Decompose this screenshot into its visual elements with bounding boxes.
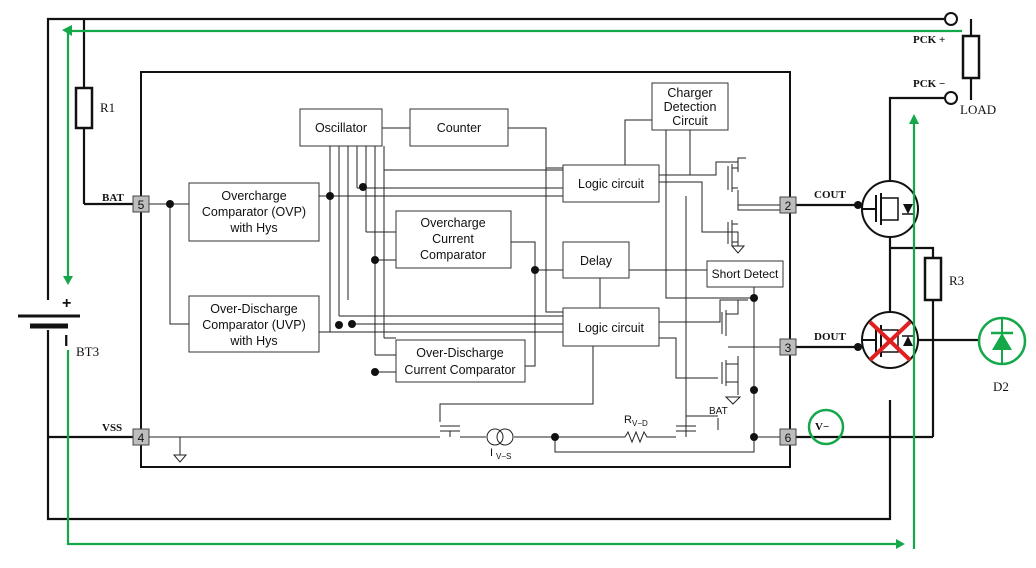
pin-3: 3 — [779, 338, 797, 356]
block-counter: Counter — [409, 108, 509, 147]
pin-4: 4 — [132, 428, 150, 446]
ground-symbol — [172, 454, 188, 463]
svg-text:3: 3 — [785, 341, 792, 355]
vss-pin-label: VSS — [102, 422, 122, 434]
load-label: LOAD — [960, 102, 996, 117]
battery-plus-sign: + — [62, 295, 71, 312]
svg-text:Logic circuit: Logic circuit — [578, 177, 645, 191]
pck-minus-label: PCK − — [913, 78, 945, 90]
cout-pin-label: COUT — [814, 189, 846, 201]
svg-text:with Hys: with Hys — [229, 334, 277, 348]
svg-text:Comparator (UVP): Comparator (UVP) — [202, 318, 306, 332]
ic-boundary — [140, 71, 791, 468]
svg-text:Comparator: Comparator — [420, 248, 486, 262]
r3-resistor — [923, 256, 943, 302]
block-delay: Delay — [562, 241, 630, 279]
junction-dots — [166, 183, 862, 441]
svg-text:V−S: V−S — [496, 452, 511, 461]
svg-text:I: I — [490, 447, 493, 459]
outer-wiring — [46, 12, 981, 521]
svg-text:Short Detect: Short Detect — [712, 267, 779, 281]
pin-6: 6 — [779, 428, 797, 446]
svg-text:Counter: Counter — [437, 121, 481, 135]
fault-x-mark — [868, 320, 912, 362]
bat-pin-label: BAT — [102, 192, 124, 204]
svg-text:6: 6 — [785, 431, 792, 445]
pck-plus-label: PCK + — [913, 34, 945, 46]
svg-text:Current Comparator: Current Comparator — [404, 363, 515, 377]
svg-text:5: 5 — [138, 198, 145, 212]
svg-text:Oscillator: Oscillator — [315, 121, 367, 135]
svg-text:Logic circuit: Logic circuit — [578, 321, 645, 335]
block-charger-detection: Charger Detection Circuit — [651, 82, 729, 131]
svg-text:Overcharge: Overcharge — [221, 189, 286, 203]
block-uvp: Over-Discharge Comparator (UVP) with Hys — [188, 295, 320, 353]
svg-text:2: 2 — [785, 199, 792, 213]
diode-d2: D2 — [977, 316, 1027, 394]
pin-2: 2 — [779, 196, 797, 214]
charge-mosfet — [861, 180, 919, 238]
svg-text:4: 4 — [138, 431, 145, 445]
vminus-highlight-circle — [807, 408, 845, 446]
block-logic-top: Logic circuit — [562, 164, 660, 203]
pin-5: 5 — [132, 195, 150, 213]
r1-resistor — [74, 86, 94, 130]
current-flow-path — [62, 25, 962, 549]
svg-text:V−D: V−D — [632, 419, 648, 428]
battery-minus-sign: I — [64, 333, 68, 350]
block-ovp: Overcharge Comparator (OVP) with Hys — [188, 182, 320, 242]
svg-text:Charger: Charger — [667, 86, 712, 100]
svg-text:Overcharge: Overcharge — [420, 216, 485, 230]
svg-text:Comparator (OVP): Comparator (OVP) — [202, 205, 306, 219]
svg-text:Over-Discharge: Over-Discharge — [210, 302, 298, 316]
svg-text:Detection: Detection — [664, 100, 717, 114]
svg-text:Current: Current — [432, 232, 474, 246]
dout-pin-label: DOUT — [814, 331, 846, 343]
battery-bt3: + I BT3 — [18, 295, 99, 359]
block-overdischarge-current-comparator: Over-Discharge Current Comparator — [395, 339, 526, 383]
block-logic-bottom: Logic circuit — [562, 307, 660, 347]
vminus-switch-transistor — [676, 415, 718, 432]
svg-text:Circuit: Circuit — [672, 114, 708, 128]
resistor-rvd: R V−D — [624, 414, 650, 444]
d2-label: D2 — [993, 379, 1009, 394]
bt3-label: BT3 — [76, 344, 99, 359]
dout-driver-transistors — [721, 299, 748, 405]
svg-text:with Hys: with Hys — [229, 221, 277, 235]
internal-wiring — [149, 119, 781, 455]
block-oscillator: Oscillator — [299, 108, 383, 147]
block-overcharge-current-comparator: Overcharge Current Comparator — [395, 210, 512, 269]
cout-driver-transistors — [727, 157, 746, 254]
svg-text:Over-Discharge: Over-Discharge — [416, 346, 504, 360]
vss-sense-transistor — [440, 425, 460, 437]
block-short-detect: Short Detect — [706, 260, 784, 288]
r3-label: R3 — [949, 273, 964, 288]
vminus-pin-label: V− — [815, 421, 829, 433]
svg-text:R: R — [624, 414, 632, 426]
internal-bat-label: BAT — [709, 406, 728, 417]
current-source-ivs: I V−S — [486, 428, 514, 461]
r1-label: R1 — [100, 100, 115, 115]
svg-text:Delay: Delay — [580, 254, 613, 268]
